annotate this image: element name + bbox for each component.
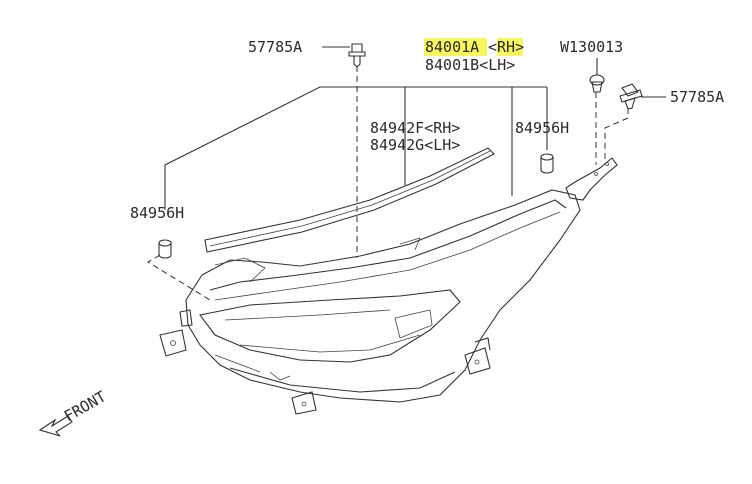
dash-bolt-right	[604, 108, 629, 160]
leader-main	[164, 86, 547, 210]
bolt-right-icon	[619, 83, 643, 110]
highlight-part-side	[497, 38, 523, 56]
clip-icon	[589, 74, 605, 93]
label-strip-rh: 84942F<RH>	[370, 119, 460, 137]
label-cushion-right: 84956H	[515, 119, 569, 137]
highlight-part-number	[424, 38, 487, 56]
label-bolt-right: 57785A	[670, 88, 724, 106]
label-part-lh: 84001B<LH>	[425, 56, 515, 74]
seal-strip-icon	[204, 147, 495, 253]
label-front: FRONT	[61, 387, 109, 425]
label-part-rh-side: <RH>	[488, 38, 524, 56]
label-cushion-left: 84956H	[130, 204, 184, 222]
label-bolt-left: 57785A	[248, 38, 302, 56]
front-arrow-icon	[38, 415, 73, 437]
headlamp-assembly-icon	[159, 157, 618, 415]
dash-cushion-left	[147, 254, 211, 301]
label-strip-lh: 84942G<LH>	[370, 136, 460, 154]
cushion-left-icon	[158, 239, 172, 259]
cushion-right-icon	[540, 153, 554, 174]
label-part-rh-number: 84001A	[425, 38, 479, 56]
bolt-left-icon	[348, 43, 366, 68]
label-clip: W130013	[560, 38, 623, 56]
